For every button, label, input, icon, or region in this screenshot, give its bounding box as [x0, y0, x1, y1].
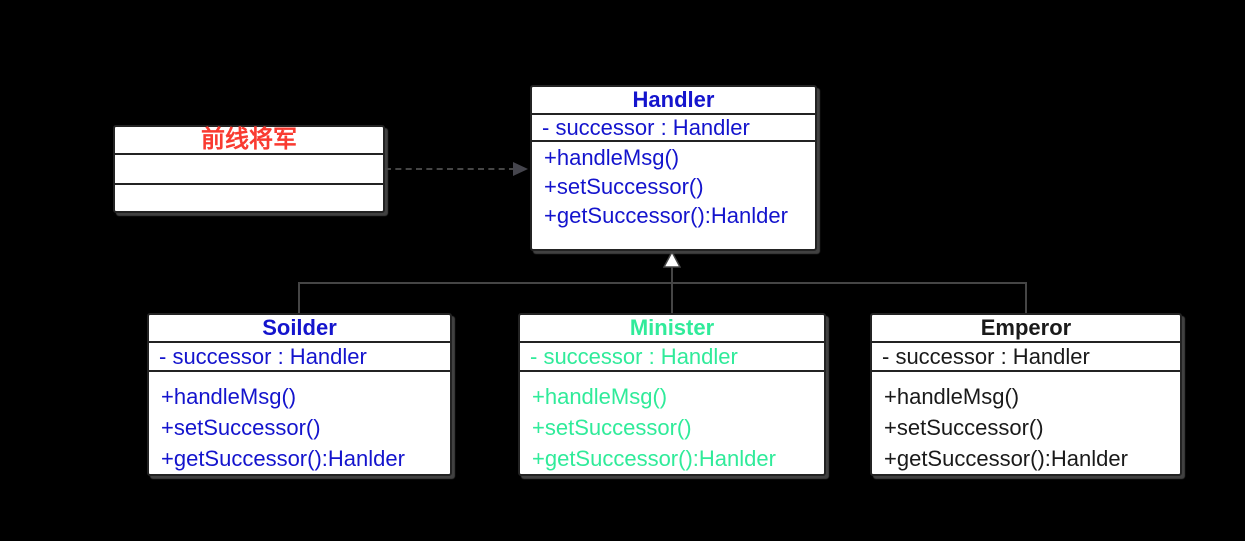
method-line: +getSuccessor():Hanlder [544, 203, 788, 228]
class-methods: +handleMsg() +setSuccessor() +getSuccess… [149, 372, 450, 474]
class-attribute: - successor : Handler [532, 115, 815, 142]
class-box-emperor: Emperor - successor : Handler +handleMsg… [870, 313, 1182, 476]
generalization-arrow-icon [663, 251, 681, 268]
class-methods: +handleMsg() +setSuccessor() +getSuccess… [532, 142, 800, 249]
method-line: +setSuccessor() [544, 174, 704, 199]
class-title: Handler [532, 87, 815, 115]
inheritance-drop-emperor [1025, 282, 1027, 313]
class-box-minister: Minister - successor : Handler +handleMs… [518, 313, 826, 476]
class-methods: +handleMsg() +setSuccessor() +getSuccess… [520, 372, 824, 474]
class-box-soilder: Soilder - successor : Handler +handleMsg… [147, 313, 452, 476]
class-box-general: 前线将军 [113, 125, 385, 213]
method-line: +handleMsg() [884, 384, 1020, 409]
method-line: +setSuccessor() [884, 415, 1044, 440]
class-box-handler: Handler - successor : Handler +handleMsg… [530, 85, 817, 251]
dependency-arrowhead-icon [513, 162, 528, 176]
method-line: +setSuccessor() [532, 415, 692, 440]
method-line: +getSuccessor():Hanlder [161, 446, 405, 471]
method-line: +getSuccessor():Hanlder [532, 446, 776, 471]
dependency-dashed-line [385, 168, 515, 170]
empty-attribute-compartment [115, 155, 383, 185]
class-attribute: - successor : Handler [872, 343, 1180, 372]
class-title: Emperor [872, 315, 1180, 343]
class-title: Minister [520, 315, 824, 343]
method-line: +handleMsg() [532, 384, 668, 409]
inheritance-horizontal-line [299, 282, 1027, 284]
empty-method-compartment [115, 185, 383, 211]
inheritance-drop-minister [671, 267, 673, 313]
class-title: Soilder [149, 315, 450, 343]
inheritance-drop-soilder [298, 282, 300, 313]
class-methods: +handleMsg() +setSuccessor() +getSuccess… [872, 372, 1180, 474]
class-attribute: - successor : Handler [520, 343, 824, 372]
method-line: +handleMsg() [544, 145, 680, 170]
class-attribute: - successor : Handler [149, 343, 450, 372]
method-line: +handleMsg() [161, 384, 297, 409]
class-title: 前线将军 [115, 127, 383, 155]
method-line: +setSuccessor() [161, 415, 321, 440]
method-line: +getSuccessor():Hanlder [884, 446, 1128, 471]
